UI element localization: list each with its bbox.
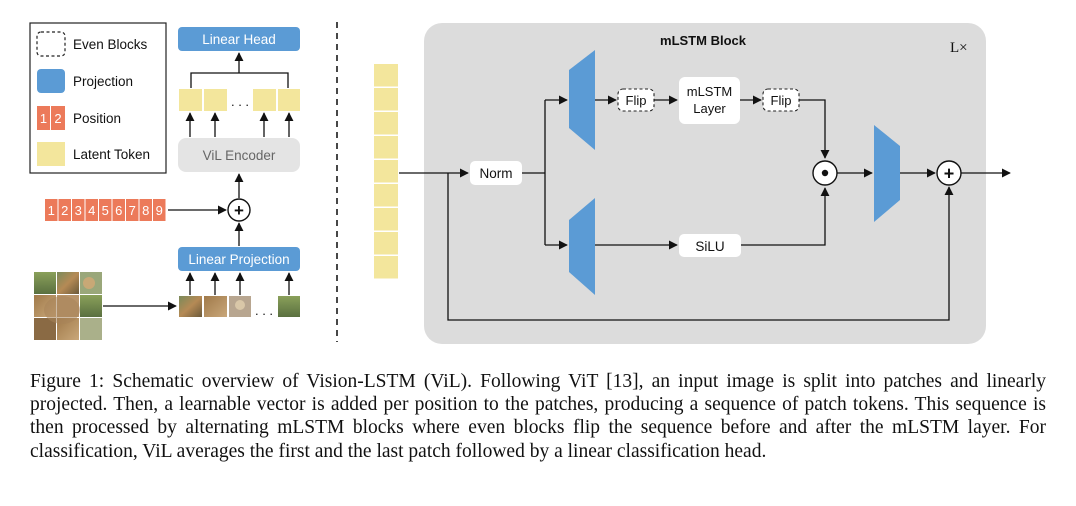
image-patch	[57, 272, 79, 294]
vil-encoder-label: ViL Encoder	[203, 148, 276, 163]
latent-token	[374, 88, 398, 111]
image-patch	[278, 296, 300, 317]
block-repeat-label: L×	[950, 40, 968, 56]
position-embedding-cell	[126, 199, 139, 221]
position-swatch-digit-2: 2	[54, 111, 61, 126]
latent-token	[374, 64, 398, 87]
position-embedding-digit: 1	[48, 203, 55, 218]
latent-token-swatch	[37, 142, 65, 166]
flip-in-label: Flip	[626, 93, 647, 108]
silu-box	[679, 234, 741, 257]
vil-encoder-box	[178, 138, 300, 172]
image-patch	[80, 295, 102, 317]
latent-token	[204, 89, 227, 111]
input-image-patches	[34, 272, 102, 340]
position-embedding-cell	[58, 199, 71, 221]
vil-figure: Even Blocks Projection 1 2 Position Late…	[29, 22, 1011, 344]
linear-head-box	[178, 27, 300, 51]
down-projection	[874, 125, 900, 222]
add-symbol: +	[234, 201, 244, 220]
latent-token	[374, 256, 398, 279]
image-patch	[179, 296, 202, 317]
mlstm-layer-label-line1: mLSTM	[687, 84, 733, 99]
figure-caption: Figure 1: Schematic overview of Vision-L…	[30, 371, 1046, 462]
mlstm-layer-box	[679, 77, 740, 124]
even-blocks-swatch	[36, 31, 66, 57]
legend-label-position: Position	[73, 111, 121, 126]
position-embedding-digit: 8	[142, 203, 149, 218]
position-embedding-cell	[45, 199, 58, 221]
position-embedding-digit: 3	[75, 203, 82, 218]
latent-token	[278, 89, 300, 111]
image-patch	[204, 296, 227, 317]
latent-token	[253, 89, 276, 111]
position-embedding-cell	[85, 199, 98, 221]
position-embedding-digit: 6	[115, 203, 122, 218]
token-ellipsis: . . .	[231, 94, 249, 109]
mlstm-layer-label-line2: Layer	[693, 101, 726, 116]
image-patch	[34, 272, 56, 294]
norm-box	[470, 161, 522, 185]
position-embedding-digit: 7	[129, 203, 136, 218]
legend-label-latent-token: Latent Token	[73, 147, 150, 162]
position-swatch-1	[37, 106, 50, 130]
linear-projection-label: Linear Projection	[188, 252, 289, 267]
position-embedding-digit: 9	[156, 203, 163, 218]
projection-swatch	[37, 69, 65, 93]
latent-token	[179, 89, 202, 111]
position-swatch-digit-1: 1	[40, 111, 47, 126]
norm-label: Norm	[480, 166, 513, 181]
image-patch	[80, 318, 102, 340]
position-embedding-digit: 2	[61, 203, 68, 218]
legend-label-even-blocks: Even Blocks	[73, 37, 148, 52]
latent-token	[374, 184, 398, 207]
latent-token	[374, 136, 398, 159]
latent-token	[374, 112, 398, 135]
latent-token	[374, 160, 398, 183]
mlstm-block: mLSTM Block L× Norm Flip mLSTM Layer Fli…	[399, 23, 1011, 344]
position-embedding-cell	[72, 199, 85, 221]
patch-ellipsis: . . .	[255, 303, 273, 318]
latent-token	[374, 208, 398, 231]
input-token-column	[374, 64, 398, 279]
silu-label: SiLU	[695, 239, 724, 254]
mlstm-block-title: mLSTM Block	[660, 33, 747, 48]
up-projection-upper	[569, 50, 595, 150]
position-embedding-cell	[112, 199, 125, 221]
position-embedding-digit: 4	[88, 203, 95, 218]
multiply-dot	[821, 169, 829, 177]
linear-projection-box	[178, 247, 300, 271]
position-embedding-digit: 5	[102, 203, 109, 218]
flip-out-label: Flip	[771, 93, 792, 108]
linear-head-label: Linear Head	[202, 32, 276, 47]
position-embedding-cell	[153, 199, 166, 221]
position-swatch-2	[51, 106, 65, 130]
legend-label-projection: Projection	[73, 74, 133, 89]
image-patch	[34, 318, 56, 340]
patch-strip: . . .	[179, 296, 300, 318]
latent-token	[374, 232, 398, 255]
latent-token-row: . . .	[179, 89, 300, 111]
residual-add-symbol: +	[944, 164, 955, 184]
up-projection-lower	[569, 198, 595, 295]
add-operator	[227, 198, 251, 222]
legend: Even Blocks Projection 1 2 Position Late…	[29, 22, 167, 174]
position-embedding-cell	[139, 199, 152, 221]
position-embedding-cell	[99, 199, 112, 221]
